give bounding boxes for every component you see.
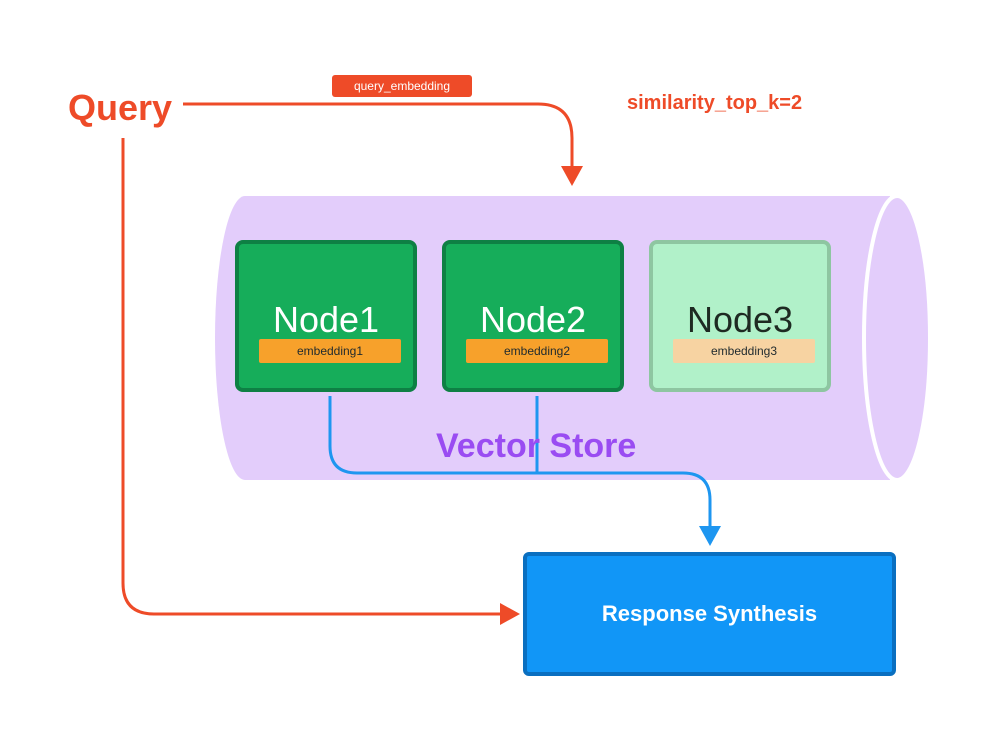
node-title: Node2 (479, 299, 587, 340)
embedding-tag: embedding3 (673, 339, 815, 363)
vector-store-label: Vector Store (436, 427, 637, 465)
query-to-synthesis-arrow (121, 138, 520, 625)
query-to-synthesis-arrowhead (500, 603, 520, 625)
query-embedding-tag: query_embedding (332, 75, 472, 97)
retrieved-nodes-arrow (328, 396, 721, 546)
query-label: Query (68, 87, 173, 128)
node-title: Node3 (686, 299, 794, 340)
response-synthesis-box: Response Synthesis (523, 552, 896, 676)
embedding-tag: embedding2 (466, 339, 608, 363)
retrieved-nodes-arrowhead (699, 526, 721, 546)
node-3: Node3 embedding3 (649, 240, 831, 392)
query-embedding-arrow (183, 102, 583, 186)
response-synthesis-label: Response Synthesis (601, 601, 818, 626)
node-title: Node1 (272, 299, 380, 340)
embedding-tag: embedding1 (259, 339, 401, 363)
cylinder-right-cap (862, 194, 932, 482)
node-2: Node2 embedding2 (442, 240, 624, 392)
node-1: Node1 embedding1 (235, 240, 417, 392)
query-embedding-arrowhead (561, 166, 583, 186)
similarity-top-k-label: similarity_top_k=2 (627, 92, 803, 114)
